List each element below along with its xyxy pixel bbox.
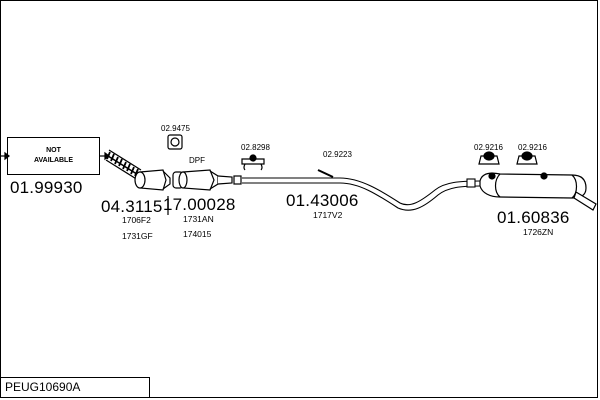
catalyst-ref-1: 1706F2	[122, 215, 151, 225]
hanger-c-number: 02.9216	[518, 143, 547, 152]
hanger-b-number: 02.9216	[474, 143, 503, 152]
dpf-ref-2: 174015	[183, 229, 212, 239]
hanger-c-drawing	[516, 151, 538, 165]
catalyst-number: 04.3115	[101, 197, 163, 216]
front-pipe-number: 01.99930	[10, 178, 83, 197]
hanger-a-drawing	[317, 169, 334, 178]
clamp-b-number: 02.8298	[241, 143, 270, 152]
clamp-a-drawing	[167, 134, 183, 150]
catalyst-body	[134, 169, 171, 191]
catalyst-ref-2: 1731GF	[122, 231, 153, 241]
rear-silencer-number: 01.60836	[497, 208, 570, 227]
not-available-box: NOT AVAILABLE	[7, 137, 100, 175]
diagram-code: PEUG10690A	[5, 380, 81, 394]
hanger-a-number: 02.9223	[323, 150, 352, 159]
front-flex-pipe	[105, 149, 142, 181]
hanger-b-drawing	[478, 151, 500, 165]
dpf-body	[172, 169, 233, 191]
rear-silencer-body	[479, 172, 597, 211]
dpf-number: 17.00028	[163, 195, 236, 214]
rear-silencer-ref: 1726ZN	[523, 227, 554, 237]
not-available-line1: NOT	[46, 147, 61, 154]
dpf-ref-1: 1731AN	[183, 214, 214, 224]
dpf-label: DPF	[189, 156, 205, 165]
mid-pipe	[242, 177, 481, 211]
clamp-a-number: 02.9475	[161, 124, 190, 133]
mid-pipe-ref: 1717V2	[313, 210, 343, 220]
clamp-b-drawing	[241, 154, 265, 171]
mid-pipe-number: 01.43006	[286, 191, 359, 210]
joint-drawing	[233, 175, 242, 185]
diagram-code-box: PEUG10690A	[0, 377, 150, 398]
not-available-line2: AVAILABLE	[33, 157, 74, 164]
